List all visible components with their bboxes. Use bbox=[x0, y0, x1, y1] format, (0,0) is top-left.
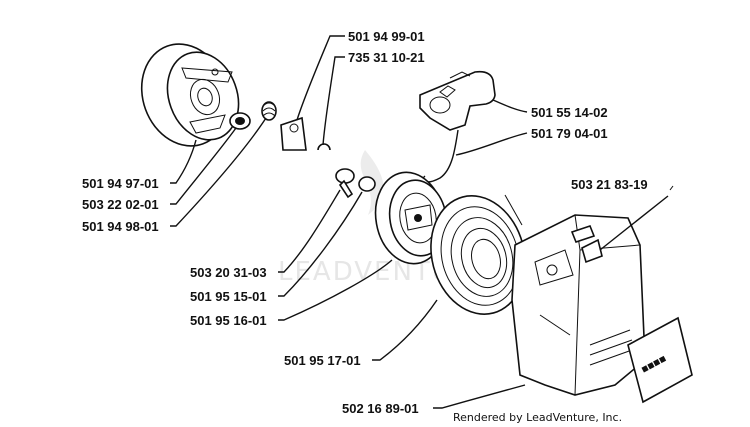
leader-pawl bbox=[296, 35, 345, 121]
label-pulley: 501 95 16-01 bbox=[190, 313, 267, 328]
circlip-part bbox=[317, 143, 331, 151]
starter-housing-part bbox=[511, 214, 646, 396]
leader-recoil-spring bbox=[372, 299, 438, 361]
leader-flywheel-cover bbox=[170, 139, 197, 184]
label-flywheel-cover: 501 94 97-01 bbox=[82, 176, 159, 191]
washer-part bbox=[229, 112, 251, 130]
label-circlip: 735 31 10-21 bbox=[348, 50, 425, 65]
center-washer-part bbox=[358, 176, 376, 192]
label-starter-housing: 502 16 89-01 bbox=[342, 401, 419, 416]
label-spring: 501 94 98-01 bbox=[82, 219, 159, 234]
label-recoil-spring: 501 95 17-01 bbox=[284, 353, 361, 368]
label-handle: 501 55 14-02 bbox=[531, 105, 608, 120]
flywheel-part bbox=[140, 43, 240, 147]
label-screw-top: 503 21 83-19 bbox=[571, 177, 648, 192]
credit-text: Rendered by LeadVenture, Inc. bbox=[453, 411, 622, 424]
rope-part bbox=[422, 129, 459, 183]
label-center-screw: 503 20 31-03 bbox=[190, 265, 267, 280]
center-screw-part bbox=[335, 168, 355, 199]
label-plate-part: ■■■■ bbox=[627, 316, 693, 404]
handle-part bbox=[419, 70, 496, 131]
leader-circlip bbox=[322, 56, 345, 146]
label-rope: 501 79 04-01 bbox=[531, 126, 608, 141]
leader-spring bbox=[170, 117, 267, 227]
pawl-part bbox=[280, 116, 307, 151]
label-pawl: 501 94 99-01 bbox=[348, 29, 425, 44]
leader-starter-housing bbox=[433, 384, 526, 409]
label-center-washer: 501 95 15-01 bbox=[190, 289, 267, 304]
leader-rope bbox=[455, 132, 528, 156]
spring-part bbox=[261, 101, 277, 121]
leader-center-screw bbox=[278, 189, 341, 273]
screw-top-part bbox=[581, 185, 674, 264]
leader-handle bbox=[492, 99, 528, 113]
leader-center-washer bbox=[278, 191, 363, 297]
leader-screw-top bbox=[599, 195, 669, 251]
leader-pulley bbox=[278, 259, 393, 321]
label-washer: 503 22 02-01 bbox=[82, 197, 159, 212]
leader-washer bbox=[170, 127, 237, 205]
